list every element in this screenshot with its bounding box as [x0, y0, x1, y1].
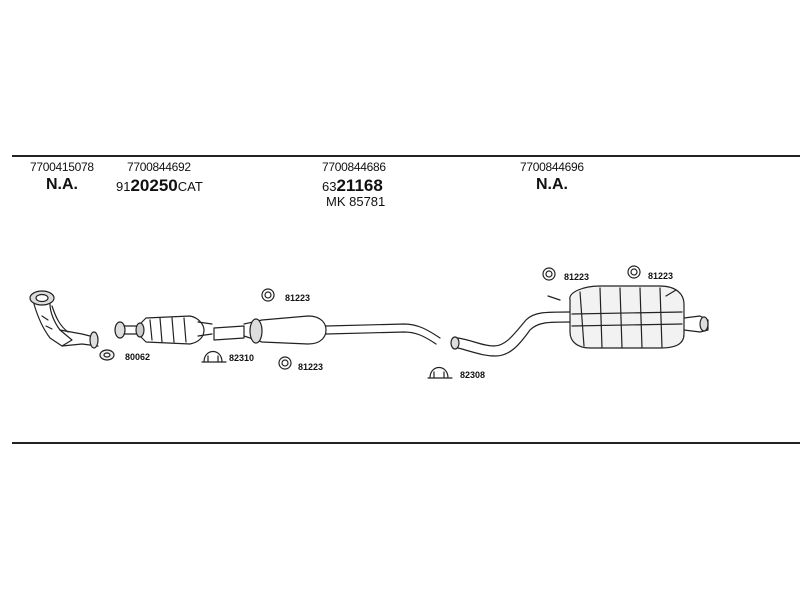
part-number-clamp-82308: 82308 — [460, 370, 486, 380]
part-number-ring-mid-bottom: 81223 — [298, 362, 324, 372]
code-front-pipe: N.A. — [46, 176, 78, 193]
part-number-clamp-82310: 82310 — [229, 353, 255, 363]
oem-number-rear-silencer: 7700844696 — [520, 160, 584, 174]
middle-silencer-drawing — [213, 315, 441, 345]
mounting-kit-number: MK 85781 — [326, 194, 386, 209]
gasket-drawing — [99, 349, 115, 361]
part-number-ring-mid-top: 81223 — [285, 293, 311, 303]
code-catalyst: 9120250CAT — [116, 176, 203, 196]
oem-number-front-pipe: 7700415078 — [30, 160, 94, 174]
ring-drawing-mid-top — [261, 288, 275, 302]
code-catalyst-main: 20250 — [130, 176, 178, 195]
top-divider-line — [12, 155, 800, 157]
ring-drawing-rear-left — [542, 267, 556, 281]
code-catalyst-prefix: 91 — [116, 179, 131, 194]
oem-number-middle-silencer: 7700844686 — [322, 160, 386, 174]
rear-silencer-drawing — [547, 285, 709, 349]
code-catalyst-suffix: CAT — [177, 179, 203, 194]
part-number-gasket: 80062 — [125, 352, 151, 362]
front-pipe-drawing — [29, 290, 99, 349]
code-middle-silencer-prefix: 63 — [322, 179, 337, 194]
code-middle-silencer-main: 21168 — [336, 176, 383, 195]
catalyst-drawing — [114, 315, 213, 345]
part-number-ring-rear-right: 81223 — [648, 271, 674, 281]
oem-number-catalyst: 7700844692 — [127, 160, 191, 174]
ring-drawing-mid-bottom — [278, 356, 292, 370]
rear-pipe-drawing — [450, 311, 571, 357]
code-middle-silencer: 6321168 — [322, 176, 383, 196]
bottom-divider-line — [12, 442, 800, 444]
part-number-ring-rear-left: 81223 — [564, 272, 590, 282]
clamp-drawing-82308 — [427, 366, 453, 379]
ring-drawing-rear-right — [627, 265, 641, 279]
clamp-drawing-82310 — [201, 350, 227, 363]
code-rear-silencer: N.A. — [536, 176, 568, 193]
